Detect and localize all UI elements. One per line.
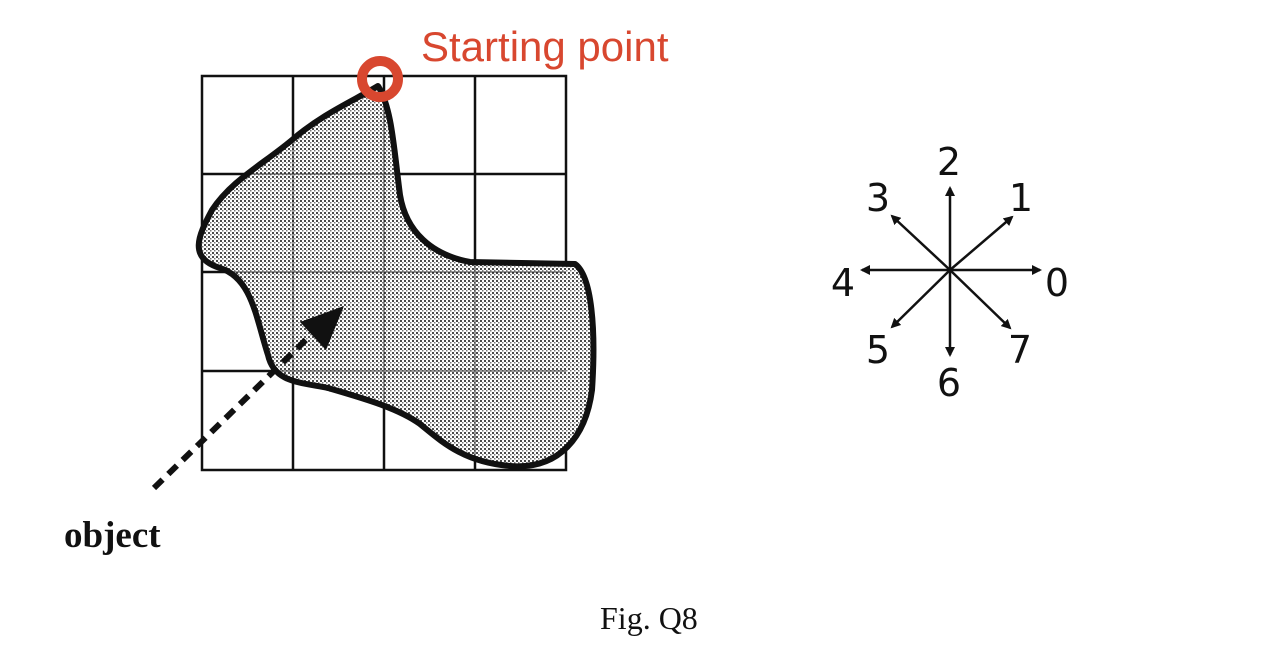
direction-compass <box>860 186 1042 357</box>
direction-label-5: 5 <box>865 328 891 372</box>
direction-arrow-7 <box>949 269 1012 330</box>
direction-label-1: 1 <box>1008 176 1034 220</box>
direction-label-2: 2 <box>936 140 962 184</box>
starting-point-label: Starting point <box>421 23 669 70</box>
direction-arrow-5 <box>890 269 951 329</box>
object-shape <box>195 83 597 470</box>
direction-label-6: 6 <box>936 361 962 405</box>
direction-label-4: 4 <box>830 261 856 305</box>
direction-label-0: 0 <box>1044 261 1070 305</box>
starting-point-marker <box>357 56 403 102</box>
direction-arrow-3 <box>890 214 951 271</box>
object-pointer-arrow <box>151 306 344 491</box>
grid-overlay <box>202 76 566 470</box>
direction-arrow-1 <box>949 215 1014 271</box>
direction-label-3: 3 <box>865 176 891 220</box>
figure-caption: Fig. Q8 <box>600 600 698 636</box>
direction-label-7: 7 <box>1007 328 1033 372</box>
object-label: object <box>64 515 161 556</box>
